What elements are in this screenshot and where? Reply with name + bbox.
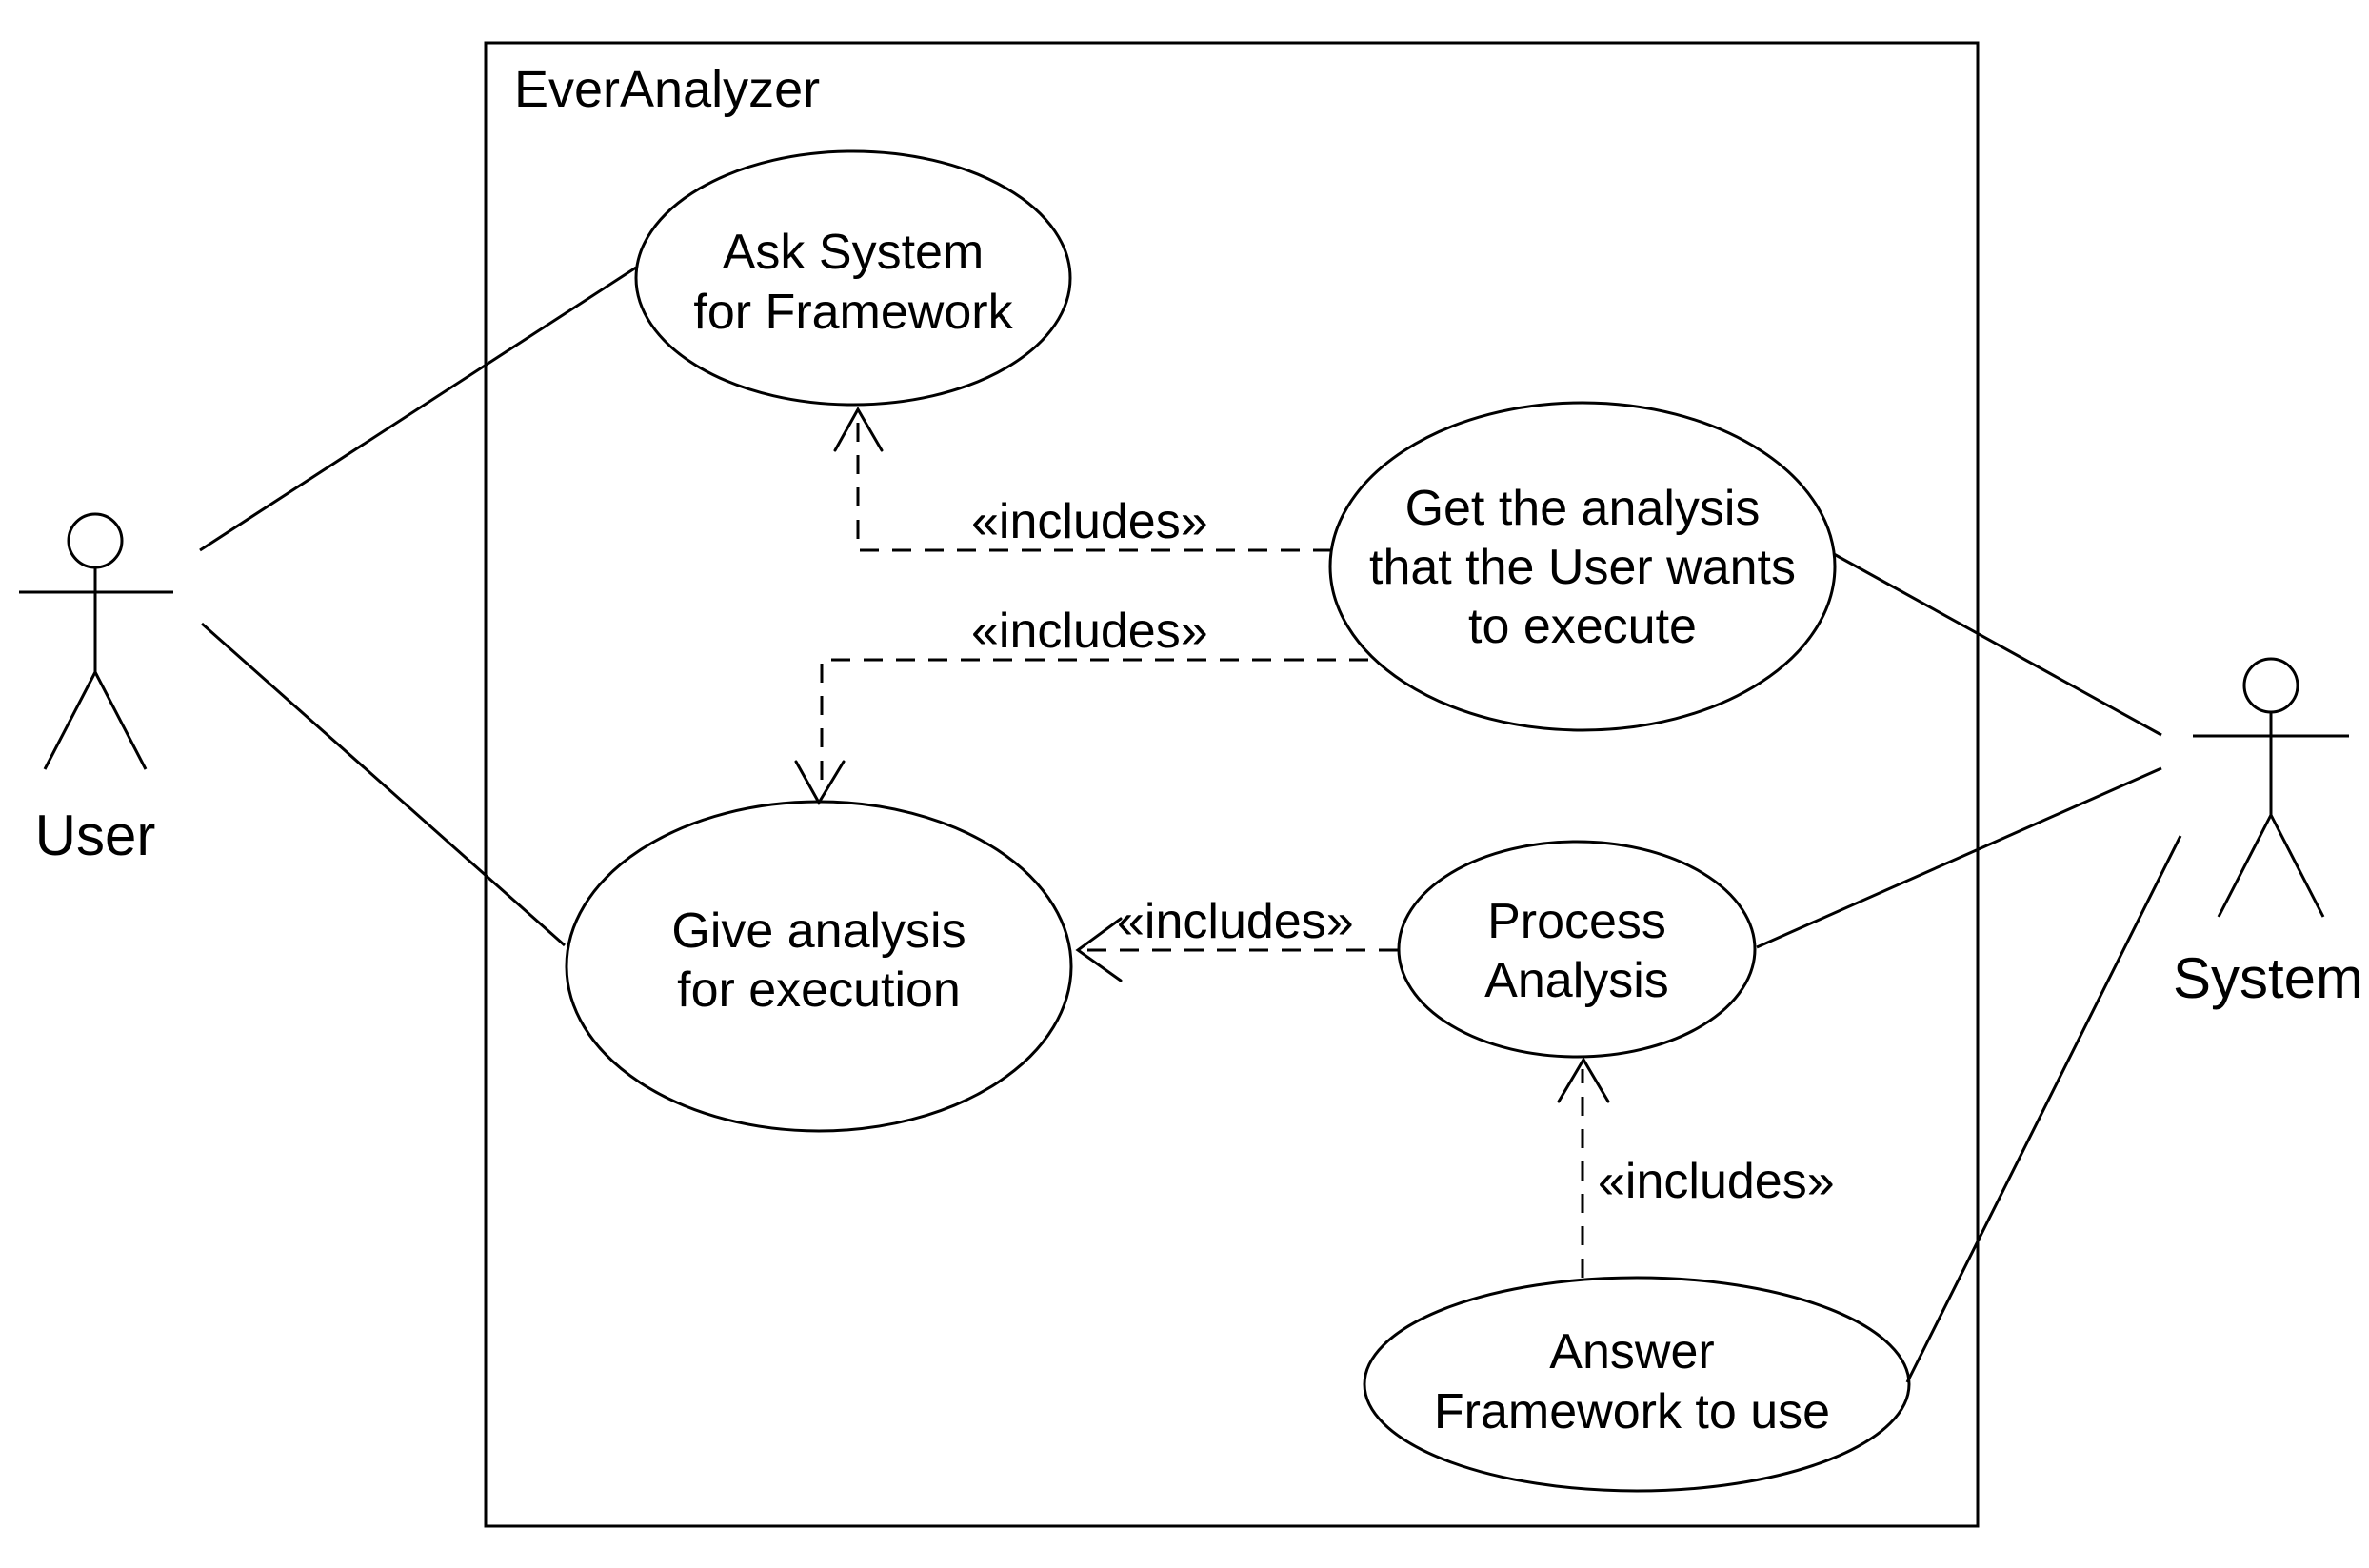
usecase-get-analysis-label-line1: Get the analysis <box>1405 481 1761 536</box>
association-system-answer-framework <box>1905 835 2182 1383</box>
usecase-process-analysis-ellipse <box>1397 840 1757 1059</box>
usecase-ask-system-label-line2: for Framework <box>693 285 1013 340</box>
usecase-process-analysis: Process Analysis <box>1397 840 1757 1059</box>
system-boundary-label: EverAnalyzer <box>514 61 820 118</box>
include-path-get-to-ask <box>856 419 1332 552</box>
usecase-get-analysis: Get the analysis that the User wants to … <box>1328 401 1837 732</box>
include-label-get-to-ask: «includes» <box>971 494 1208 549</box>
usecase-give-analysis-label-line2: for execution <box>677 963 961 1018</box>
actor-system-figure-icon <box>2193 657 2349 918</box>
actor-user-head <box>67 512 124 569</box>
include-arrowhead-answer-to-process <box>1557 1057 1610 1103</box>
system-boundary-box <box>484 41 1980 1528</box>
usecase-get-analysis-label-line3: to execute <box>1468 599 1697 654</box>
include-label-answer-to-process: «includes» <box>1598 1154 1835 1209</box>
actor-user-left-leg <box>43 671 97 770</box>
actor-system-label: System <box>2173 946 2363 1010</box>
include-arrowhead-get-to-give <box>794 760 846 805</box>
usecase-get-analysis-ellipse <box>1328 401 1837 732</box>
actor-user-label: User <box>35 804 156 867</box>
association-system-get-analysis <box>1833 552 2162 737</box>
usecase-ask-system-for-framework: Ask System for Framework <box>634 149 1072 407</box>
include-arrowhead-process-to-give <box>1075 917 1123 982</box>
usecase-answer-framework-label-line2: Framework to use <box>1434 1384 1830 1439</box>
usecase-ask-system-label-line1: Ask System <box>723 225 985 280</box>
usecase-process-analysis-label-line2: Analysis <box>1484 953 1669 1008</box>
association-system-process-analysis <box>1756 766 2162 949</box>
include-arrowhead-get-to-ask <box>833 406 884 452</box>
include-label-get-to-give: «includes» <box>971 604 1208 659</box>
association-user-ask-system <box>199 266 637 552</box>
actor-system-head <box>2242 657 2299 714</box>
include-path-get-to-give <box>820 658 1368 793</box>
usecase-give-analysis: Give analysis for execution <box>565 800 1073 1133</box>
usecase-ask-system-ellipse <box>634 149 1072 407</box>
usecase-answer-framework: Answer Framework to use <box>1363 1276 1911 1493</box>
include-label-process-to-give: «includes» <box>1117 894 1354 949</box>
usecase-answer-framework-ellipse <box>1363 1276 1911 1493</box>
actor-user-right-leg <box>93 671 148 770</box>
actor-user: User <box>19 512 173 867</box>
usecase-process-analysis-label-line1: Process <box>1487 894 1666 949</box>
usecase-answer-framework-label-line1: Answer <box>1549 1324 1714 1379</box>
usecase-get-analysis-label-line2: that the User wants <box>1369 540 1796 595</box>
actor-user-figure-icon <box>19 512 173 770</box>
actor-system: System <box>2173 657 2363 1010</box>
actor-system-right-leg <box>2269 814 2325 918</box>
association-user-give-analysis <box>201 622 566 947</box>
usecase-give-analysis-ellipse <box>565 800 1073 1133</box>
actor-system-left-leg <box>2217 814 2273 918</box>
usecase-give-analysis-label-line1: Give analysis <box>671 903 966 959</box>
